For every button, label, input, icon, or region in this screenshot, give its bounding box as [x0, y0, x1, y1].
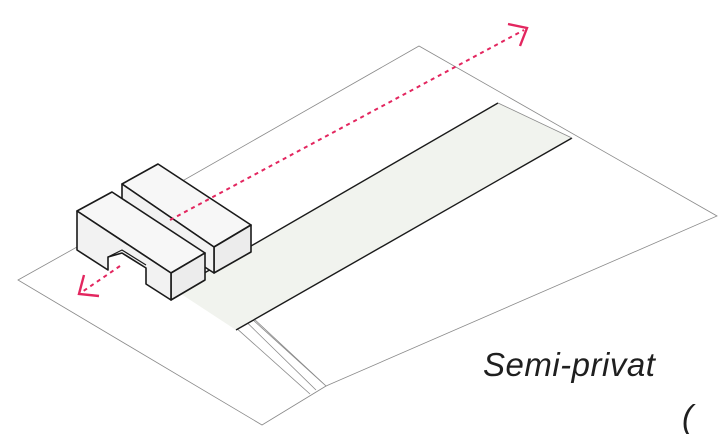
semi-private-strip — [175, 103, 572, 330]
diagram-caption-line-1: Semi-privat — [483, 346, 656, 383]
front-building-side — [76, 210, 172, 301]
front-building-block — [76, 191, 206, 301]
strip-edge-line — [235, 137, 573, 331]
building-notch-line — [107, 249, 147, 266]
strip-end-line — [497, 102, 573, 139]
diagram-caption-line-2: ( — [682, 398, 694, 434]
arrowhead-icon — [507, 22, 529, 47]
arrowhead-icon — [77, 274, 100, 298]
movement-dashed-line — [169, 29, 525, 221]
